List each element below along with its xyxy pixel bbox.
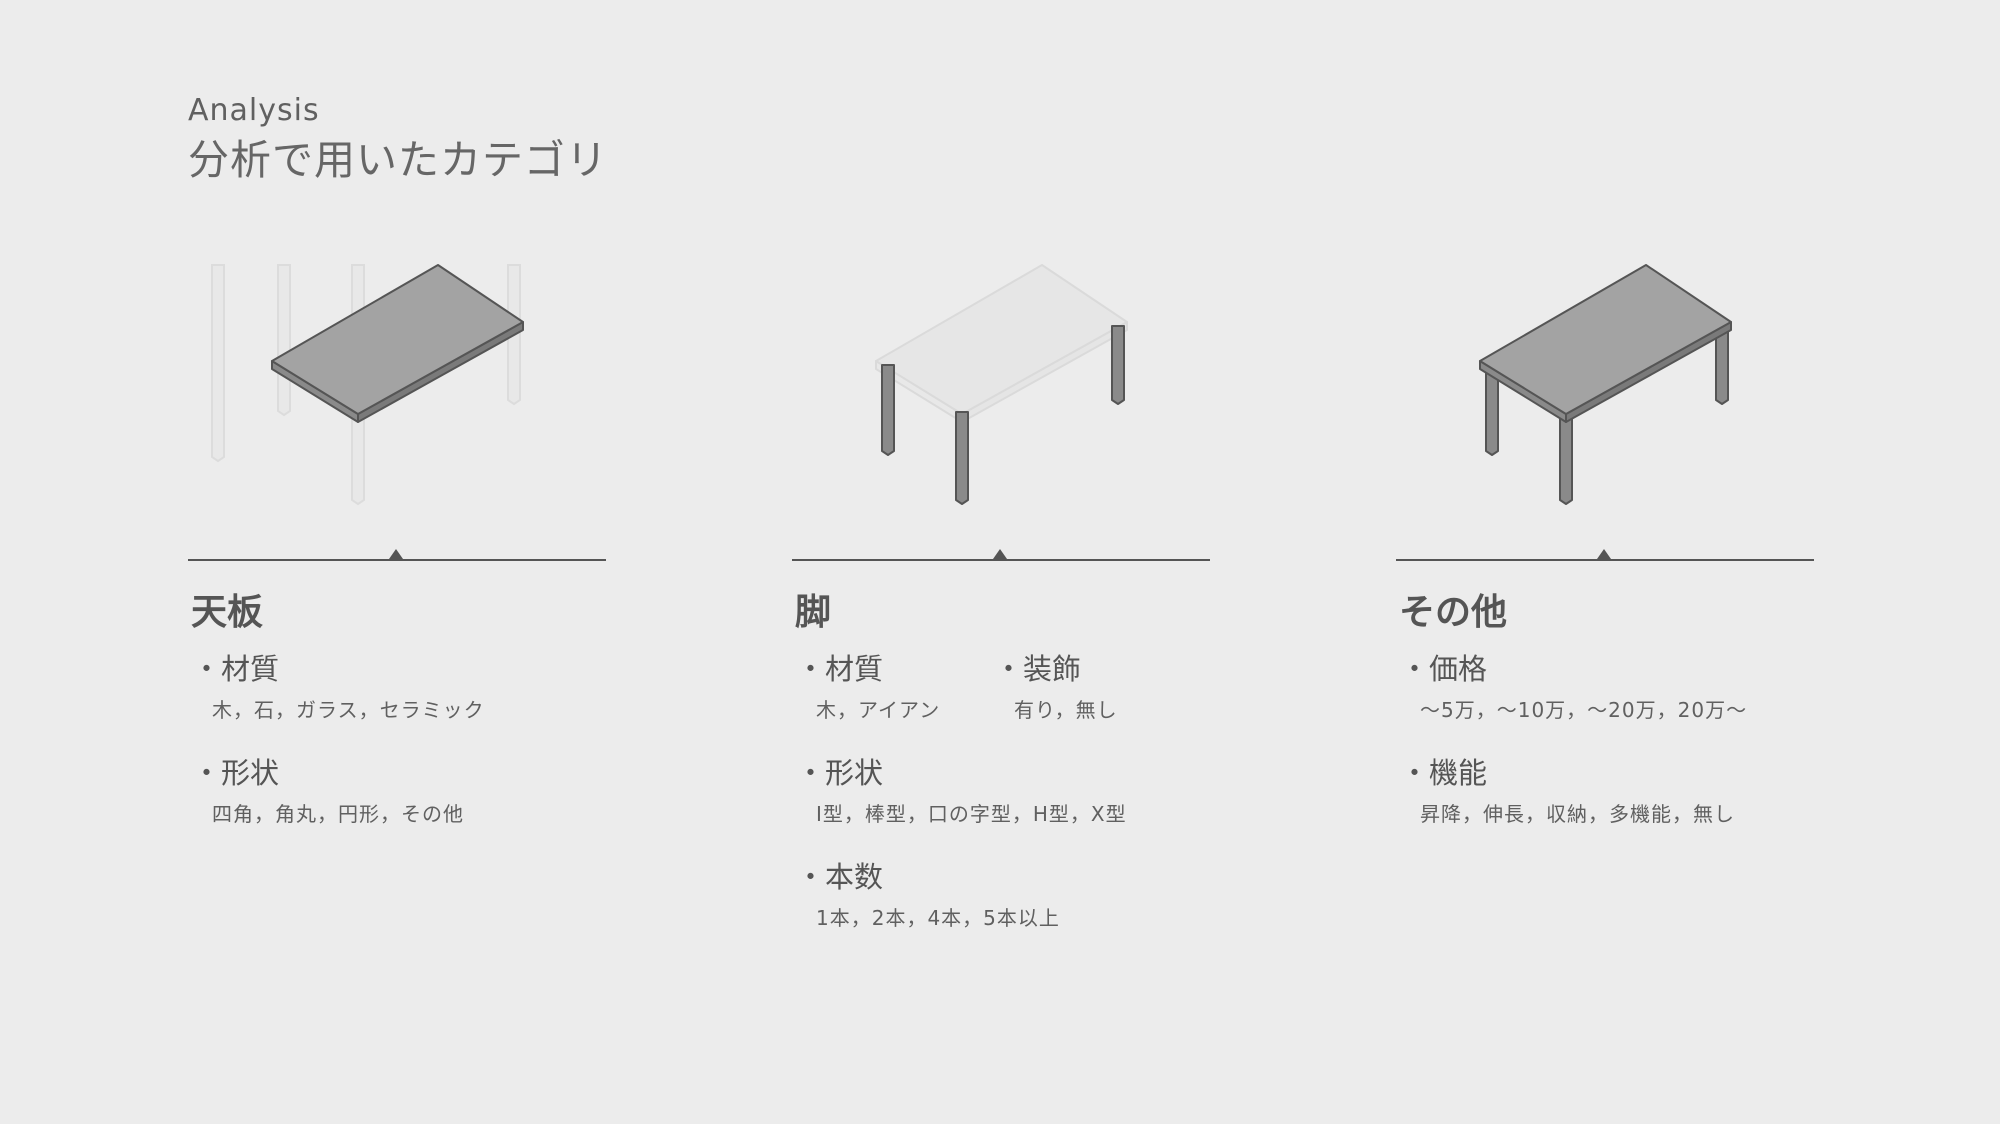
item-function: 機能 昇降，伸長，収納，多機能，無し <box>1400 759 1735 826</box>
item-label: 本数 <box>796 863 1060 892</box>
item-shape: 形状 I型，棒型，口の字型，H型，X型 <box>796 759 1127 826</box>
axis-line <box>1396 559 1814 561</box>
category-column-legs: 脚 材質 木，アイアン 装飾 有り，無し 形状 I型，棒型，口の字型，H型，X型… <box>792 250 1210 970</box>
axis-marker-triangle <box>993 549 1007 559</box>
table-legs-highlighted <box>881 325 1125 505</box>
tabletop-faded <box>875 264 1128 423</box>
item-label: 価格 <box>1400 655 1747 684</box>
item-material: 材質 木，アイアン <box>796 655 941 722</box>
section-eyebrow: Analysis <box>188 93 320 128</box>
header: Analysis 分析で用いたカテゴリ <box>188 96 608 181</box>
item-values: 昇降，伸長，収納，多機能，無し <box>1420 802 1735 826</box>
category-title: 脚 <box>795 592 832 633</box>
item-label: 機能 <box>1400 759 1735 788</box>
item-values: 木，アイアン <box>816 698 941 722</box>
item-price: 価格 〜5万，〜10万，〜20万，20万〜 <box>1400 655 1748 722</box>
tabletop-highlighted <box>271 264 524 423</box>
item-decoration: 装飾 有り，無し <box>994 655 1118 722</box>
table-illustration-tabletop-highlighted <box>211 264 524 506</box>
item-label: 材質 <box>796 655 940 684</box>
category-title: 天板 <box>191 592 264 633</box>
item-count: 本数 1本，2本，4本，5本以上 <box>796 863 1060 930</box>
item-values: 〜5万，〜10万，〜20万，20万〜 <box>1420 698 1748 722</box>
axis-marker-triangle <box>1597 549 1611 559</box>
item-values: 1本，2本，4本，5本以上 <box>816 906 1060 930</box>
item-shape: 形状 四角，角丸，円形，その他 <box>192 759 464 826</box>
category-title: その他 <box>1399 592 1508 633</box>
item-material: 材質 木，石，ガラス，セラミック <box>192 655 485 722</box>
item-values: 有り，無し <box>1014 698 1118 722</box>
item-values: 木，石，ガラス，セラミック <box>212 698 485 722</box>
page-title: 分析で用いたカテゴリ <box>188 136 608 184</box>
category-column-other: その他 価格 〜5万，〜10万，〜20万，20万〜 機能 昇降，伸長，収納，多機… <box>1396 250 1814 970</box>
table-illustration-all-highlighted <box>1479 264 1732 505</box>
axis-line <box>792 559 1210 561</box>
item-label: 材質 <box>192 655 485 684</box>
item-label: 形状 <box>192 759 464 788</box>
item-label: 形状 <box>796 759 1127 788</box>
axis-marker-triangle <box>389 549 403 559</box>
table-illustration-legs-highlighted <box>875 264 1128 505</box>
item-values: 四角，角丸，円形，その他 <box>212 802 464 826</box>
tabletop-highlighted <box>1479 264 1732 423</box>
item-values: I型，棒型，口の字型，H型，X型 <box>816 802 1127 826</box>
item-label: 装飾 <box>994 655 1118 684</box>
axis-line <box>188 559 606 561</box>
category-column-tabletop: 天板 材質 木，石，ガラス，セラミック 形状 四角，角丸，円形，その他 <box>188 250 606 970</box>
